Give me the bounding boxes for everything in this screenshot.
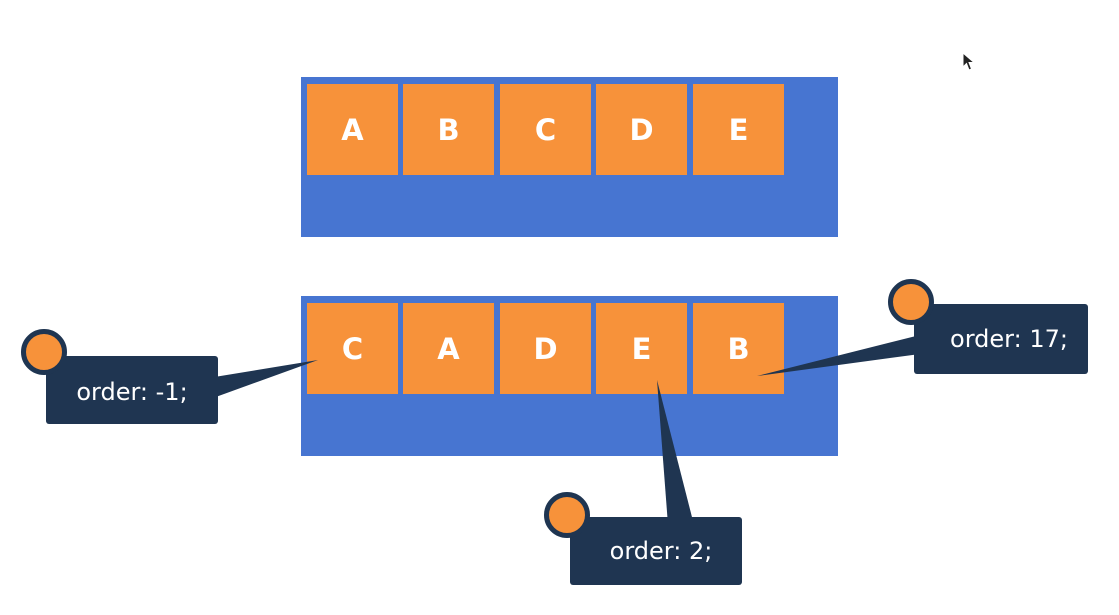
callout-label: order: 17; (950, 325, 1068, 353)
callout-order-minus-one: order: -1; (46, 356, 218, 424)
flex-container-reordered: C A D E B (301, 296, 838, 456)
flex-item: B (693, 303, 784, 394)
flex-item: C (500, 84, 591, 175)
flex-item: A (403, 303, 494, 394)
flex-item: C (307, 303, 398, 394)
callout-label: order: -1; (76, 378, 188, 406)
callout-dot-icon (21, 329, 67, 375)
callout-dot-icon (544, 492, 590, 538)
flex-item: A (307, 84, 398, 175)
pointer-to-item-c (196, 360, 318, 398)
pointer-to-item-e (657, 380, 694, 525)
flex-item: E (693, 84, 784, 175)
arrow-cursor-icon (962, 52, 976, 71)
flex-item: D (500, 303, 591, 394)
flex-item: D (596, 84, 687, 175)
flex-container-default-order: A B C D E (301, 77, 838, 237)
flex-item: E (596, 303, 687, 394)
flex-item: B (403, 84, 494, 175)
callout-dot-icon (888, 279, 934, 325)
pointer-to-item-b (757, 335, 920, 376)
callout-order-two: order: 2; (570, 517, 742, 585)
callout-label: order: 2; (609, 537, 713, 565)
callout-order-seventeen: order: 17; (914, 304, 1088, 374)
